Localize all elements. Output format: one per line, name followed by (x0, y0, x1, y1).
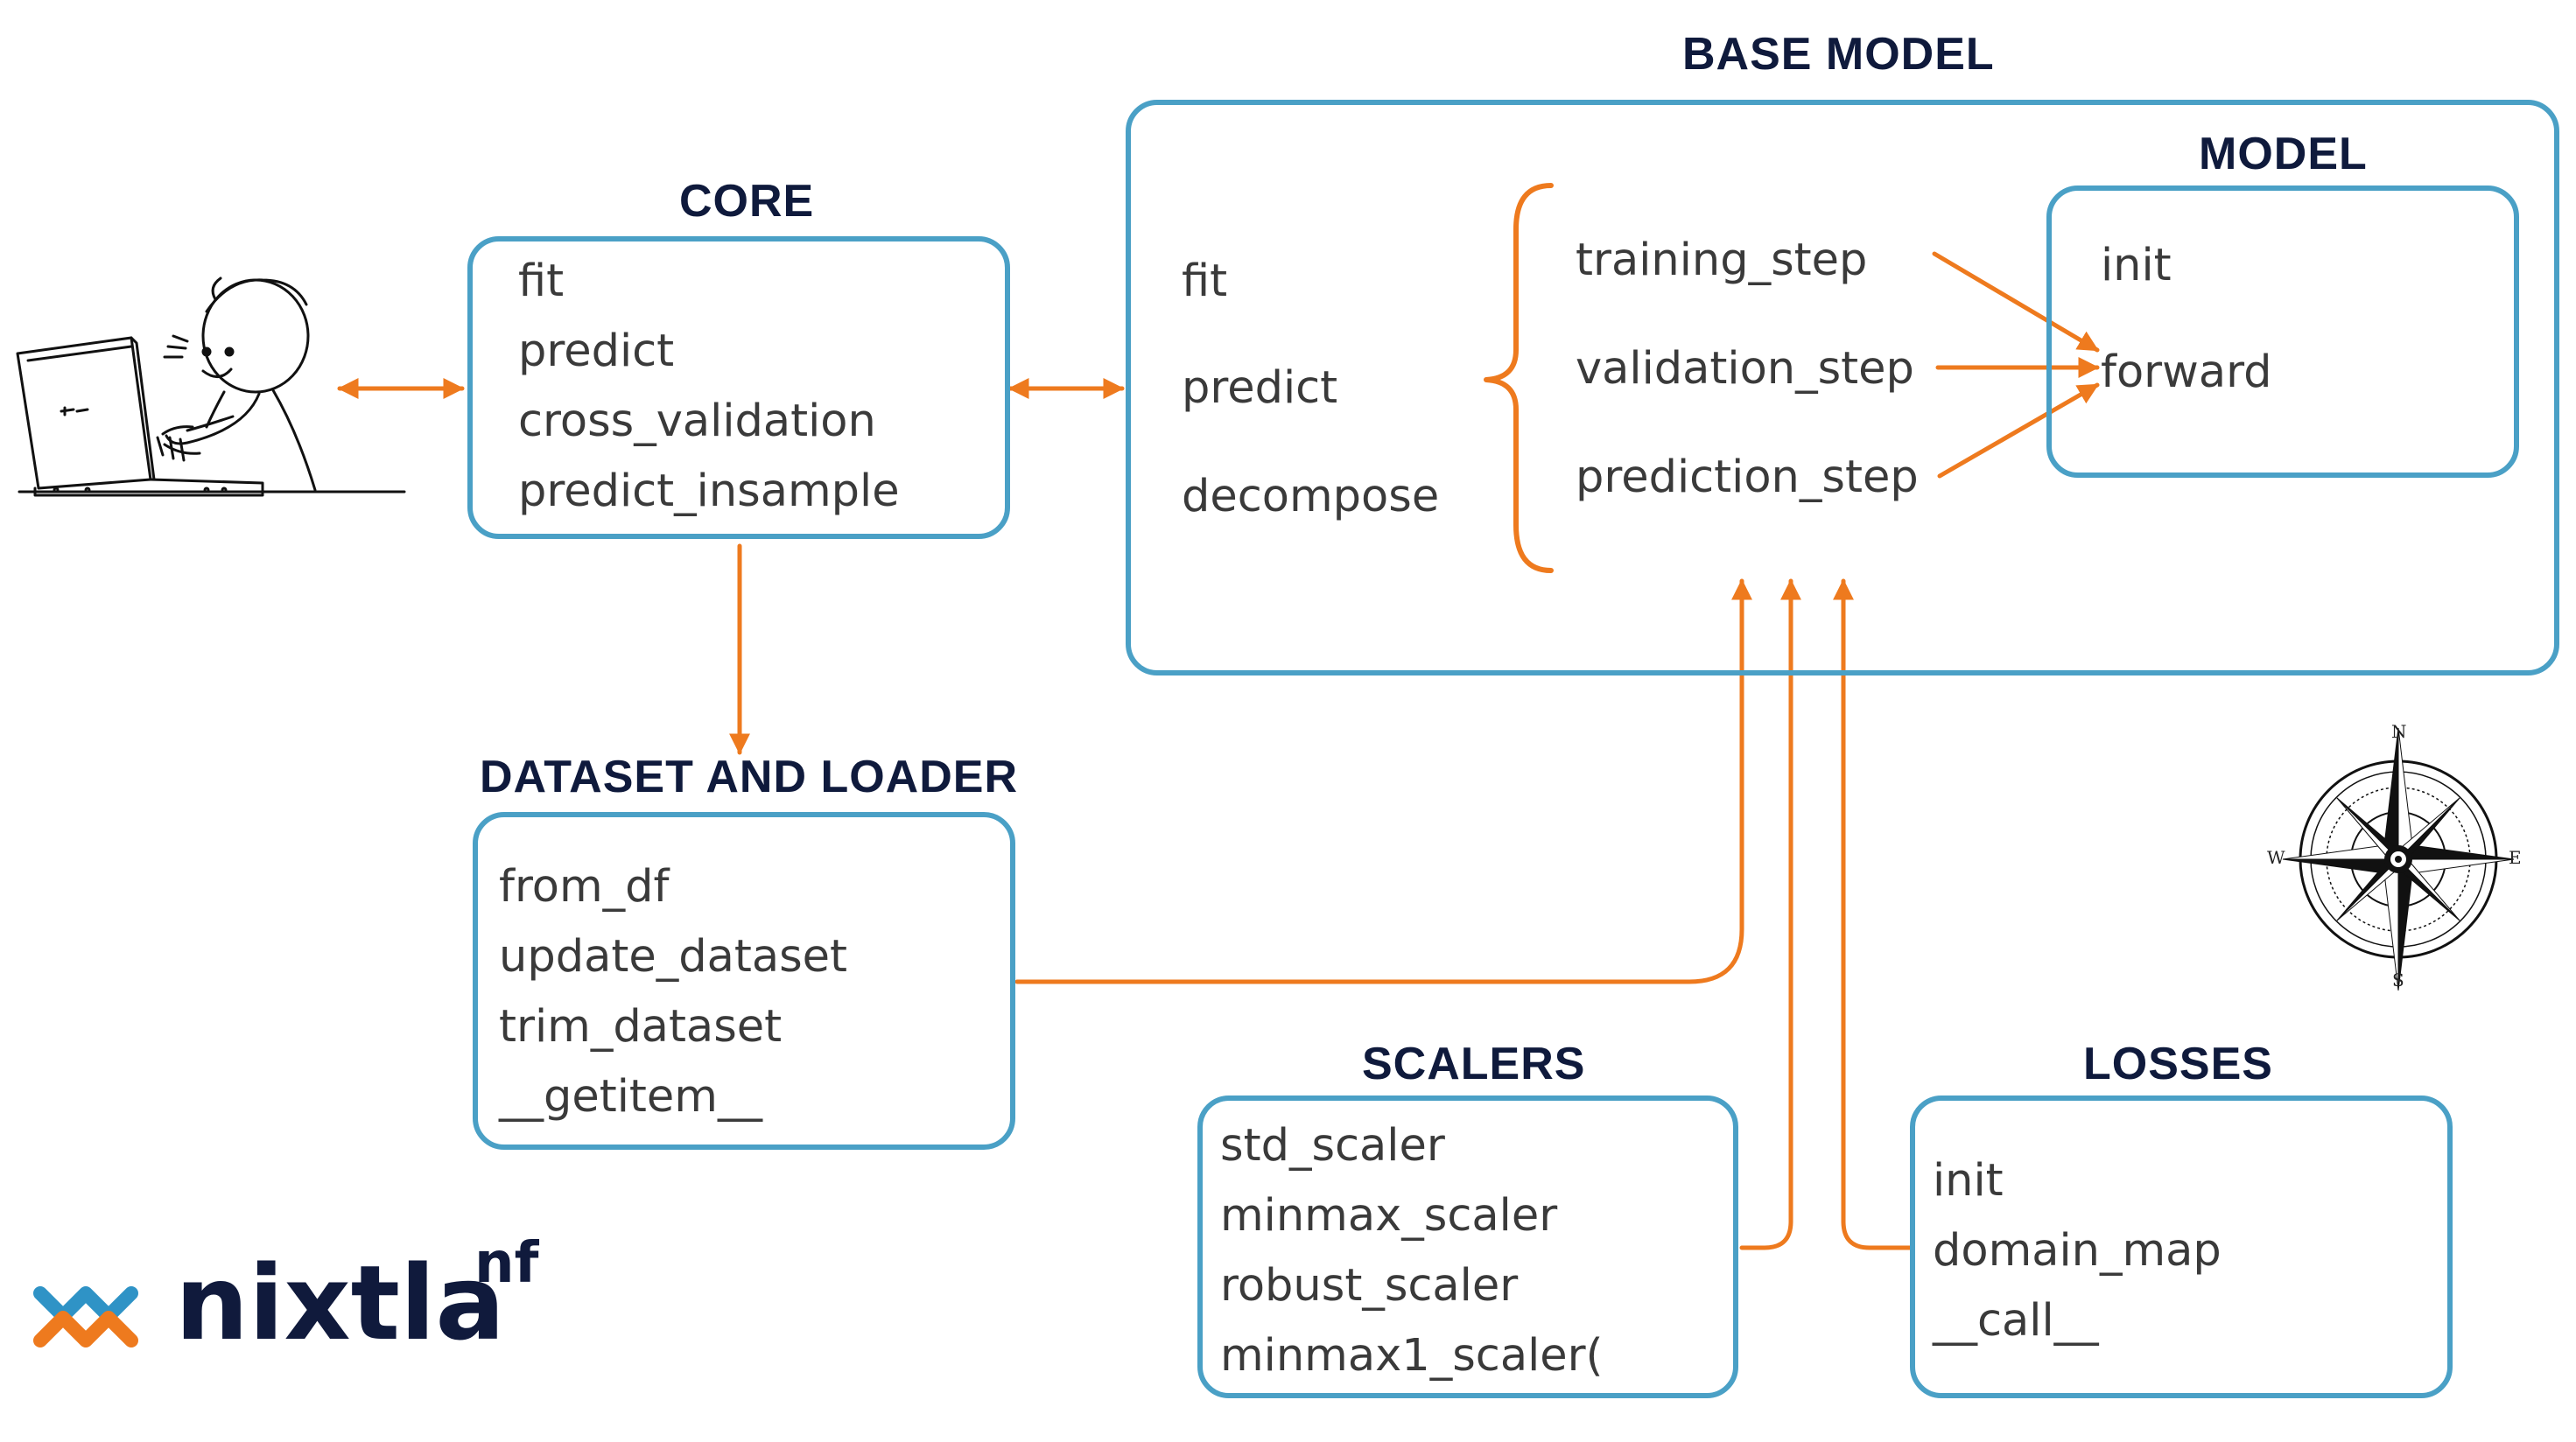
dataset-item-trim-dataset: trim_dataset (499, 1001, 783, 1053)
losses-item-domain-map: domain_map (1933, 1225, 2222, 1277)
scalers-title: SCALERS (1362, 1039, 1586, 1089)
scalers-item-minmax: minmax_scaler (1220, 1190, 1558, 1242)
model-title: MODEL (2199, 129, 2368, 179)
model-item-init: init (2101, 240, 2172, 291)
logo-text: nixtla (175, 1242, 506, 1363)
scalers-item-std: std_scaler (1220, 1120, 1445, 1172)
core-item-predict-insample: predict_insample (518, 466, 900, 517)
core-item-fit: fit (518, 256, 565, 307)
losses-item-call: __call__ (1933, 1295, 2099, 1347)
steps-brace (1484, 183, 1554, 573)
scalers-item-robust: robust_scaler (1220, 1260, 1519, 1312)
dataset-item-update-dataset: update_dataset (499, 931, 848, 983)
scalers-box (1197, 1096, 1738, 1398)
base-model-method-fit: fit (1182, 256, 1228, 307)
core-item-cross-validation: cross_validation (518, 396, 876, 447)
dataset-box (473, 812, 1015, 1150)
training-forward-arrow (1932, 251, 2100, 353)
base-model-box (1126, 100, 2559, 676)
losses-title: LOSSES (2083, 1039, 2273, 1089)
dataset-item-from-df: from_df (499, 861, 670, 913)
core-item-predict: predict (518, 326, 675, 377)
base-model-method-decompose: decompose (1182, 471, 1440, 522)
model-item-forward: forward (2101, 346, 2272, 398)
compass-north-label: N (2391, 721, 2407, 742)
losses-box (1910, 1096, 2453, 1398)
core-title: CORE (679, 176, 815, 227)
base-model-step-prediction: prediction_step (1576, 452, 1919, 503)
prediction-forward-arrow (1937, 382, 2100, 479)
base-model-title: BASE MODEL (1682, 29, 1995, 80)
losses-basemodel-connector (1833, 578, 1913, 1250)
core-box (467, 236, 1010, 539)
logo-superscript: nf (474, 1231, 539, 1296)
base-model-step-validation: validation_step (1576, 343, 1914, 395)
scalers-basemodel-connector (1739, 578, 1801, 1250)
dataset-title: DATASET AND LOADER (480, 752, 1019, 802)
nixtla-logo-icon (33, 1286, 138, 1348)
compass-south-label: S (2392, 970, 2404, 990)
base-model-method-predict: predict (1182, 362, 1338, 414)
model-box (2046, 186, 2519, 478)
compass-east-label: E (2509, 847, 2522, 868)
scalers-item-minmax1: minmax1_scaler( (1220, 1330, 1604, 1382)
dataset-item-getitem: __getitem__ (499, 1071, 762, 1123)
compass-rose-icon (2282, 727, 2515, 991)
losses-item-init: init (1933, 1155, 2004, 1207)
base-model-step-training: training_step (1576, 234, 1868, 286)
compass-west-label: W (2267, 847, 2285, 868)
person-at-laptop-icon (16, 276, 406, 497)
dataset-basemodel-connector (1014, 578, 1752, 984)
